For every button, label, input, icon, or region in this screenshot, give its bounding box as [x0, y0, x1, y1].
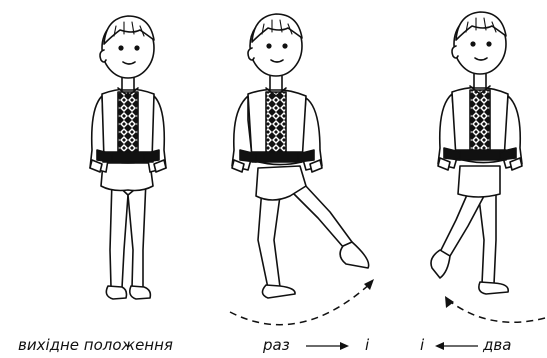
boy-leg-kick-forward	[232, 14, 369, 298]
caption-start-position: вихідне положення	[18, 337, 173, 354]
boy-standing-start	[90, 16, 166, 299]
arrow-right-icon	[306, 342, 349, 350]
arrow-left-icon	[435, 342, 478, 350]
caption-and-two: і	[420, 337, 424, 354]
caption-count-one: раз	[263, 337, 290, 354]
caption-count-two: два	[483, 337, 511, 354]
boy-leg-swing-back	[431, 12, 522, 294]
arc-arrowheads	[364, 279, 454, 308]
caption-and-one: і	[365, 337, 369, 354]
